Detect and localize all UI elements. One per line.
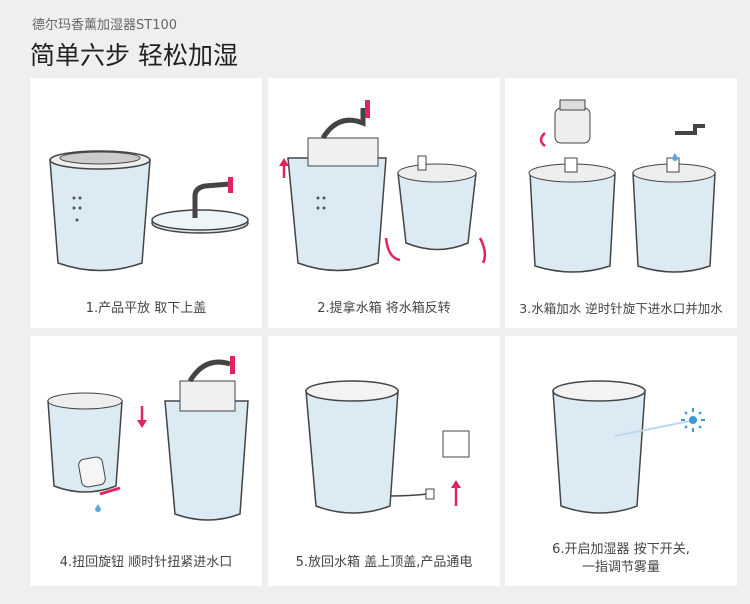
step-2-caption: 2.提拿水箱 将水箱反转 bbox=[317, 301, 451, 316]
step-4-caption: 4.扭回旋钮 顺时针扭紧进水口 bbox=[59, 555, 233, 570]
product-name: 德尔玛香薰加湿器ST100 bbox=[32, 18, 178, 33]
step-6-illustration bbox=[552, 380, 705, 514]
step-4-panel: 4.扭回旋钮 顺时针扭紧进水口 bbox=[30, 336, 262, 586]
step-6-caption-line2: 一指调节雾量 bbox=[581, 560, 660, 575]
step-6-panel: 6.开启加湿器 按下开关, 一指调节雾量 bbox=[505, 336, 737, 586]
light-icon bbox=[681, 408, 705, 432]
step-3-panel: 3.水箱加水 逆时针旋下进水口并加水 bbox=[505, 78, 737, 328]
step-1-illustration bbox=[49, 150, 249, 272]
step-3-illustration bbox=[528, 99, 716, 273]
step-5-caption: 5.放回水箱 盖上顶盖,产品通电 bbox=[295, 555, 473, 570]
step-6-caption: 6.开启加湿器 按下开关, 一指调节雾量 bbox=[505, 541, 737, 577]
step-5-illustration bbox=[305, 380, 470, 514]
step-3-caption: 3.水箱加水 逆时针旋下进水口并加水 bbox=[519, 301, 723, 316]
step-2-panel: 2.提拿水箱 将水箱反转 bbox=[268, 78, 500, 328]
accent-marker bbox=[228, 177, 233, 193]
step-6-caption-line1: 6.开启加湿器 按下开关, bbox=[552, 542, 690, 557]
step-4-illustration bbox=[47, 356, 249, 521]
step-2-illustration bbox=[279, 100, 487, 272]
step-5-panel: 5.放回水箱 盖上顶盖,产品通电 bbox=[268, 336, 500, 586]
step-1-panel: 1.产品平放 取下上盖 bbox=[30, 78, 262, 328]
page-title: 简单六步 轻松加湿 bbox=[30, 41, 238, 70]
step-1-caption: 1.产品平放 取下上盖 bbox=[85, 301, 207, 316]
